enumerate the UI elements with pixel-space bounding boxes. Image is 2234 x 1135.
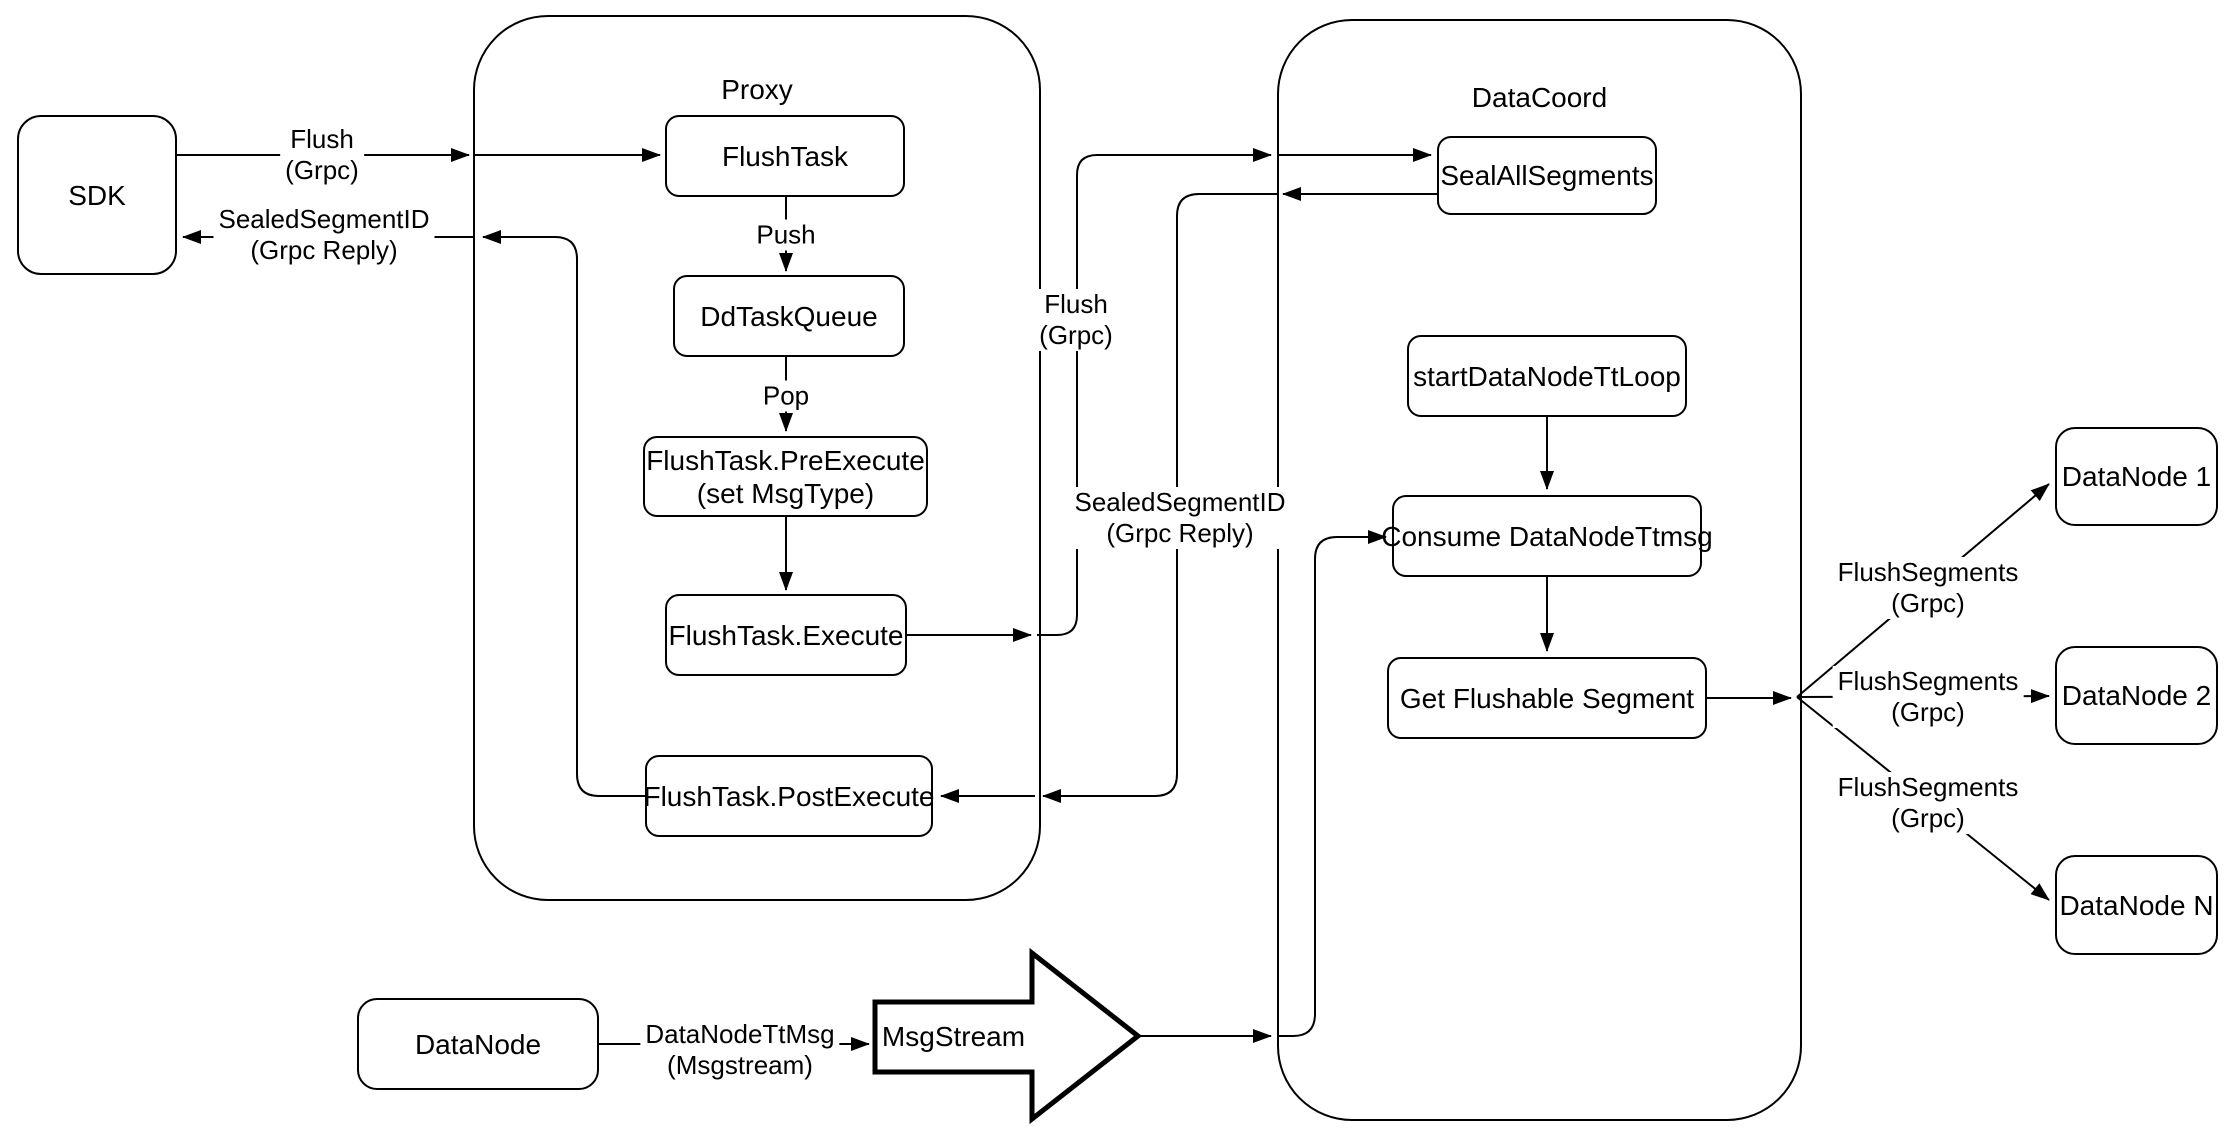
node-startdatanodettloop: startDataNodeTtLoop xyxy=(1407,335,1687,417)
proxy-container: Proxy xyxy=(473,15,1041,901)
node-datanode-n-label: DataNode N xyxy=(2059,889,2214,921)
edge-boundary-to-consume xyxy=(1277,530,1387,1037)
node-sealallsegments-label: SealAllSegments xyxy=(1440,160,1654,191)
edge-label-sealedsegmentid-mid: SealedSegmentID (Grpc Reply) xyxy=(1069,487,1291,549)
node-postexecute-label: FlushTask.PostExecute xyxy=(643,780,935,812)
node-preexecute-label-line1: FlushTask.PreExecute xyxy=(646,444,925,476)
edge-label-sealedsegmentid-sdk: SealedSegmentID (Grpc Reply) xyxy=(213,204,435,266)
node-flushtask: FlushTask xyxy=(665,115,905,197)
node-ddtaskqueue-label: DdTaskQueue xyxy=(700,300,878,332)
node-preexecute-label-line2: (set MsgType) xyxy=(696,477,875,509)
msgstream-arrow-shape xyxy=(872,947,1143,1125)
node-datanode: DataNode xyxy=(357,998,599,1090)
edge-label-pop: Pop xyxy=(757,380,815,412)
datacoord-container: DataCoord xyxy=(1277,19,1802,1121)
node-postexecute: FlushTask.PostExecute xyxy=(643,755,935,837)
node-datanode-1-label: DataNode 1 xyxy=(2061,461,2212,492)
node-consumedatanodettmsg: Consume DataNodeTtmsg xyxy=(1381,495,1713,577)
node-datanode-2: DataNode 2 xyxy=(2055,646,2218,745)
node-msgstream-label: MsgStream xyxy=(881,1021,1026,1052)
edge-label-flushsegments-1: FlushSegments (Grpc) xyxy=(1832,557,2024,619)
node-msgstream-label-area: MsgStream xyxy=(875,1002,1032,1072)
edge-label-flushsegments-2: FlushSegments (Grpc) xyxy=(1832,666,2024,728)
node-datanode-label: DataNode xyxy=(414,1028,542,1060)
node-getflushablesegment-label: Get Flushable Segment xyxy=(1399,682,1695,714)
edge-label-flush-grpc-mid: Flush (Grpc) xyxy=(1034,289,1118,351)
node-getflushablesegment: Get Flushable Segment xyxy=(1387,657,1707,739)
datacoord-container-title: DataCoord xyxy=(1471,82,1608,113)
node-datanode-n: DataNode N xyxy=(2055,855,2218,955)
node-startdatanodettloop-label: startDataNodeTtLoop xyxy=(1413,360,1681,392)
edge-label-push: Push xyxy=(751,219,821,251)
proxy-container-title: Proxy xyxy=(721,74,793,105)
node-preexecute: FlushTask.PreExecute (set MsgType) xyxy=(643,436,928,517)
node-datanode-1: DataNode 1 xyxy=(2055,427,2218,526)
edge-flush-grpc-mid xyxy=(1037,148,1272,636)
node-datanode-2-label: DataNode 2 xyxy=(2061,680,2212,711)
node-sealallsegments: SealAllSegments xyxy=(1437,136,1657,215)
edge-label-flush-grpc-sdk: Flush (Grpc) xyxy=(280,124,364,186)
node-sdk-label: SDK xyxy=(68,179,126,211)
node-flushtask-label: FlushTask xyxy=(721,140,849,172)
node-ddtaskqueue: DdTaskQueue xyxy=(673,275,905,357)
node-sdk: SDK xyxy=(17,115,177,275)
node-execute-label: FlushTask.Execute xyxy=(668,619,904,651)
edge-label-flushsegments-3: FlushSegments (Grpc) xyxy=(1832,772,2024,834)
edge-label-datanodettmsg: DataNodeTtMsg (Msgstream) xyxy=(640,1019,840,1081)
node-execute: FlushTask.Execute xyxy=(665,594,907,676)
edge-postexecute-to-boundary xyxy=(482,230,645,797)
node-consumedatanodettmsg-label: Consume DataNodeTtmsg xyxy=(1381,520,1713,552)
